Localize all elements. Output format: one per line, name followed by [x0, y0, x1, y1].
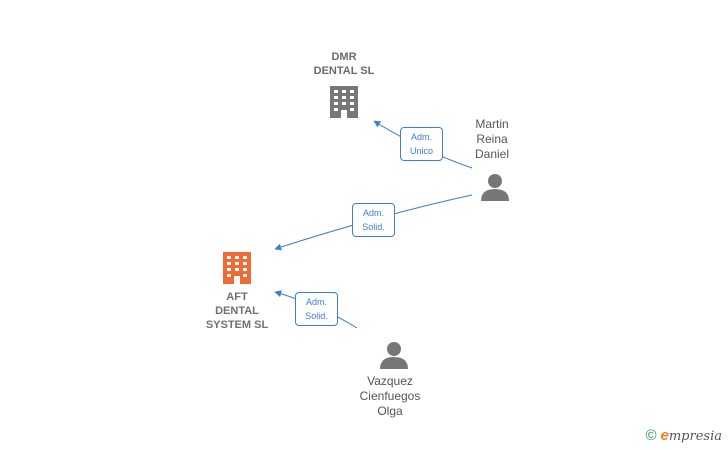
person-icon[interactable]: [380, 342, 408, 369]
building-icon[interactable]: [330, 86, 358, 118]
building-icon[interactable]: [223, 252, 251, 284]
copyright-symbol: ©: [645, 427, 657, 444]
empresia-logo-initial: e: [660, 427, 669, 444]
edge-label-adm-unico: Adm. Unico: [400, 127, 443, 161]
empresia-logo-text: mpresia: [668, 429, 722, 444]
edge-label-adm-solid: Adm. Solid.: [352, 203, 395, 237]
person-icon[interactable]: [481, 174, 509, 201]
person-name-martin[interactable]: Martin Reina Daniel: [474, 117, 510, 161]
empresia-watermark: ©empresia: [645, 427, 722, 444]
person-name-vazquez[interactable]: Vazquez Cienfuegos Olga: [359, 374, 421, 418]
company-name-aft[interactable]: AFT DENTAL SYSTEM SL: [205, 291, 269, 331]
company-name-dmr[interactable]: DMR DENTAL SL: [313, 51, 375, 77]
edge-label-adm-solid: Adm. Solid.: [295, 292, 338, 326]
